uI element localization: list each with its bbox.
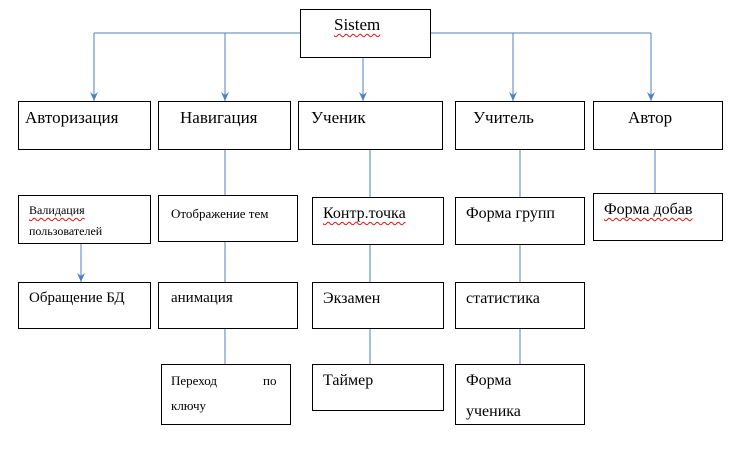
node-key-transition-label-2: по: [263, 373, 277, 388]
node-exam-label: Экзамен: [323, 290, 381, 307]
node-key-transition-label-3: ключу: [171, 398, 207, 413]
node-db-access-label: Обращение БД: [29, 290, 125, 306]
node-key-transition[interactable]: Переход по ключу: [161, 364, 291, 425]
node-student-label: Ученик: [311, 108, 366, 127]
node-checkpoint[interactable]: Контр.точка: [312, 197, 444, 245]
node-user-validation[interactable]: Валидация пользователей: [18, 195, 151, 244]
node-statistics[interactable]: статистика: [455, 282, 585, 329]
node-navigation-label: Навигация: [180, 108, 258, 127]
node-navigation[interactable]: Навигация: [158, 101, 291, 150]
node-authorization-label: Авторизация: [25, 108, 119, 127]
node-group-form-label: Форма групп: [466, 205, 555, 222]
node-checkpoint-label: Контр.точка: [323, 205, 406, 222]
node-student-form[interactable]: Форма ученика: [455, 364, 585, 425]
node-topic-display-label: Отображение тем: [171, 206, 269, 221]
node-add-form-label: Форма добав: [604, 201, 693, 218]
node-timer-label: Таймер: [323, 372, 374, 389]
node-authorization[interactable]: Авторизация: [18, 101, 151, 150]
node-db-access[interactable]: Обращение БД: [18, 282, 151, 329]
node-student-form-label-2: ученика: [466, 403, 521, 420]
root-node[interactable]: Sistem: [300, 9, 431, 58]
node-author[interactable]: Автор: [593, 101, 723, 150]
node-user-validation-label-line1: Валидация: [29, 203, 85, 217]
node-user-validation-label-line2: пользователей: [29, 224, 103, 238]
node-timer[interactable]: Таймер: [312, 364, 444, 411]
node-exam[interactable]: Экзамен: [312, 282, 444, 329]
node-author-label: Автор: [628, 108, 673, 127]
node-student-form-label-1: Форма: [466, 372, 512, 389]
node-student[interactable]: Ученик: [298, 101, 443, 150]
root-label: Sistem: [334, 15, 381, 34]
node-statistics-label: статистика: [466, 290, 540, 307]
node-animation[interactable]: анимация: [158, 282, 298, 329]
node-topic-display[interactable]: Отображение тем: [158, 195, 298, 242]
node-add-form[interactable]: Форма добав: [593, 193, 723, 241]
node-animation-label: анимация: [171, 290, 233, 306]
node-group-form[interactable]: Форма групп: [455, 197, 585, 245]
node-key-transition-label-1: Переход: [171, 373, 218, 388]
node-teacher[interactable]: Учитель: [455, 101, 585, 150]
node-teacher-label: Учитель: [473, 108, 534, 127]
